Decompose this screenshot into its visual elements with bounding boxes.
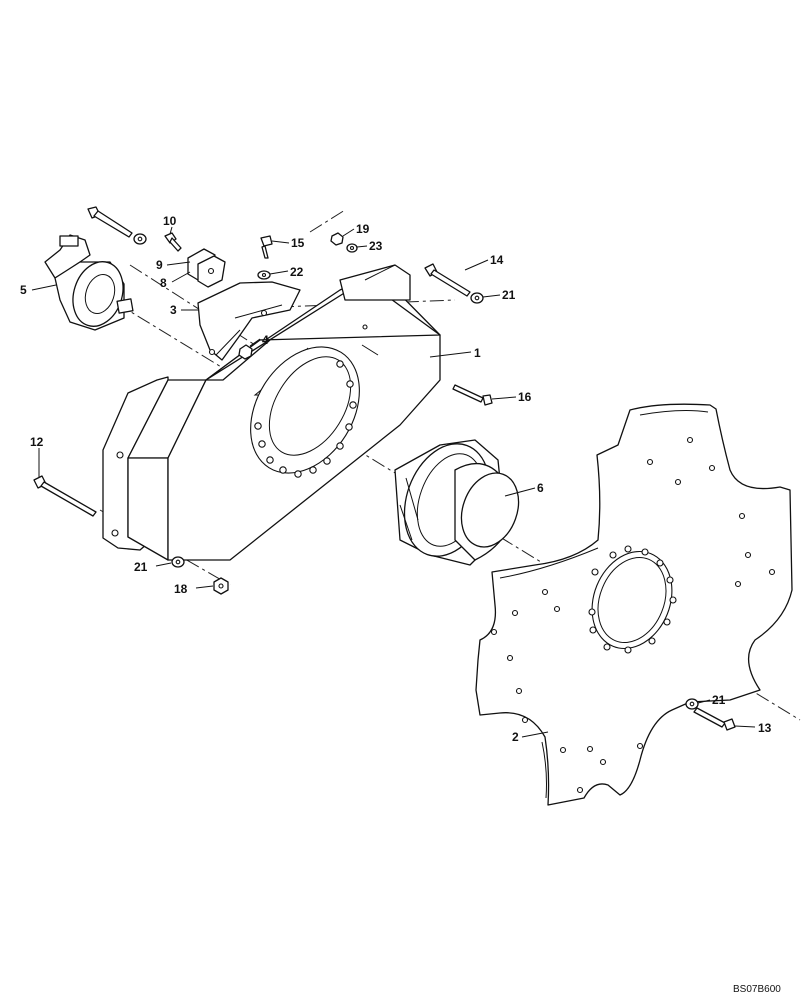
bolt-13 xyxy=(693,707,736,731)
fasteners xyxy=(33,206,736,731)
callout-16: 16 xyxy=(518,390,532,404)
part-3-bracket xyxy=(197,281,301,361)
bolt-12 xyxy=(33,475,97,517)
callout-13: 13 xyxy=(758,721,772,735)
callout-8: 8 xyxy=(160,276,167,290)
part-2-lobed-plate xyxy=(475,403,793,806)
callout-labels: 1 2 3 4 5 6 8 9 10 12 13 14 15 16 18 19 … xyxy=(20,214,772,744)
callout-9: 9 xyxy=(156,258,163,272)
callout-23: 23 xyxy=(369,239,383,253)
part-5-hydraulic-motor xyxy=(44,234,134,331)
callout-18: 18 xyxy=(174,582,188,596)
callout-21-bottom-right: 21 xyxy=(712,693,726,707)
bolt-long-top xyxy=(87,206,133,238)
callout-2: 2 xyxy=(512,730,519,744)
leader-lines xyxy=(31,226,756,738)
bolt-14 xyxy=(424,263,471,297)
plate-holes xyxy=(490,436,776,794)
housing-bolt-holes xyxy=(254,360,357,478)
callout-4: 4 xyxy=(262,333,269,347)
bolt-16 xyxy=(452,384,493,406)
callout-10: 10 xyxy=(163,214,177,228)
callout-21-bottom-left: 21 xyxy=(134,560,148,574)
callout-21-top-right: 21 xyxy=(502,288,516,302)
callout-14: 14 xyxy=(490,253,504,267)
callout-15: 15 xyxy=(291,236,305,250)
callout-5: 5 xyxy=(20,283,27,297)
callout-12: 12 xyxy=(30,435,44,449)
callout-19: 19 xyxy=(356,222,370,236)
callout-1: 1 xyxy=(474,346,481,360)
callout-6: 6 xyxy=(537,481,544,495)
parts-8-9-switch-blocks xyxy=(187,248,226,288)
part-6-drive-motor xyxy=(394,439,520,566)
callout-3: 3 xyxy=(170,303,177,317)
callout-22: 22 xyxy=(290,265,304,279)
drawing-code: BS07B600 xyxy=(733,984,781,995)
part-1-housing xyxy=(102,264,441,561)
